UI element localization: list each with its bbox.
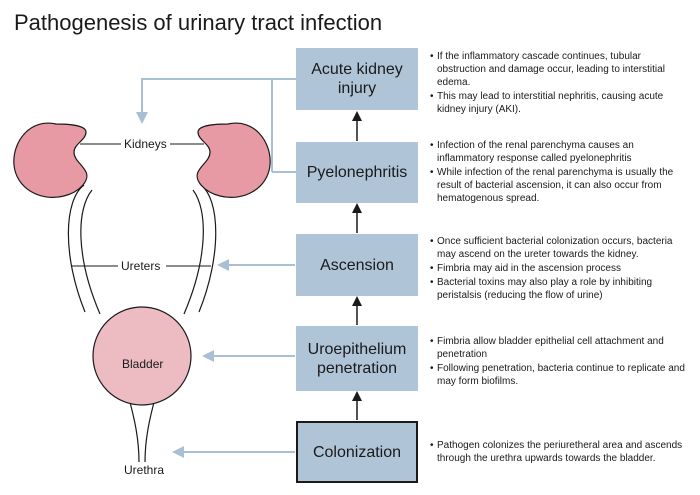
note-item: While infection of the renal parenchyma … xyxy=(430,166,692,205)
stage-label: Ascension xyxy=(320,256,394,274)
note-item: Fimbria may aid in the ascension process xyxy=(430,262,692,275)
stage-pyelonephritis: Pyelonephritis xyxy=(296,142,418,203)
note-item: Infection of the renal parenchyma causes… xyxy=(430,139,692,165)
right-ureter-outer xyxy=(198,184,217,313)
arrowhead-pyelo-to-aki xyxy=(352,111,362,121)
stage-colonization: Colonization xyxy=(296,421,418,483)
note-item: Following penetration, bacteria continue… xyxy=(430,362,692,388)
notes-pyelonephritis: Infection of the renal parenchyma causes… xyxy=(430,139,692,206)
page-title: Pathogenesis of urinary tract infection xyxy=(14,10,383,35)
arrowhead-colonization-to-uro xyxy=(352,391,362,401)
bladder-shape xyxy=(92,306,192,406)
ascension-arrowhead xyxy=(217,259,229,271)
left-kidney-shape xyxy=(13,122,88,198)
notes-colonization: Pathogen colonizes the periuretheral are… xyxy=(430,439,692,466)
notes-aki: If the inflammatory cascade continues, t… xyxy=(430,50,692,117)
left-ureter-outer xyxy=(67,184,86,313)
aki-to-kidneys-arrow xyxy=(141,78,297,113)
urethra-label: Urethra xyxy=(121,463,168,477)
arrowhead-uro-to-ascension xyxy=(352,296,362,306)
stage-label: Uroepithelium penetration xyxy=(307,340,407,377)
colonization-arrowhead xyxy=(172,446,184,458)
left-ureter-inner xyxy=(80,189,101,315)
note-item: Fimbria allow bladder epithelial cell at… xyxy=(430,335,692,361)
stage-label: Colonization xyxy=(312,443,402,461)
note-item: Pathogen colonizes the periuretheral are… xyxy=(430,439,692,465)
aki-arrowhead xyxy=(136,112,148,124)
note-item: This may lead to interstitial nephritis,… xyxy=(430,90,692,116)
arrowhead-ascension-to-pyelo xyxy=(352,203,362,213)
stage-label: Acute kidney injury xyxy=(311,61,403,97)
stage-acute-kidney-injury: Acute kidney injury xyxy=(296,48,418,110)
notes-ascension: Once sufficient bacterial colonization o… xyxy=(430,235,692,303)
notes-uroepithelium: Fimbria allow bladder epithelial cell at… xyxy=(430,335,692,389)
uro-arrowhead xyxy=(202,350,214,362)
note-item: Once sufficient bacterial colonization o… xyxy=(430,235,692,261)
stage-label: Pyelonephritis xyxy=(306,164,408,181)
kidneys-label: Kidneys xyxy=(121,137,170,151)
note-item: Bacterial toxins may also play a role by… xyxy=(430,276,692,302)
right-kidney-shape xyxy=(196,122,271,198)
note-item: If the inflammatory cascade continues, t… xyxy=(430,50,692,89)
stage-ascension: Ascension xyxy=(296,234,418,296)
bladder-label: Bladder xyxy=(122,357,164,371)
stage-uroepithelium-penetration: Uroepithelium penetration xyxy=(296,326,418,391)
right-ureter-inner xyxy=(183,189,204,315)
ureters-label: Ureters xyxy=(118,259,164,273)
